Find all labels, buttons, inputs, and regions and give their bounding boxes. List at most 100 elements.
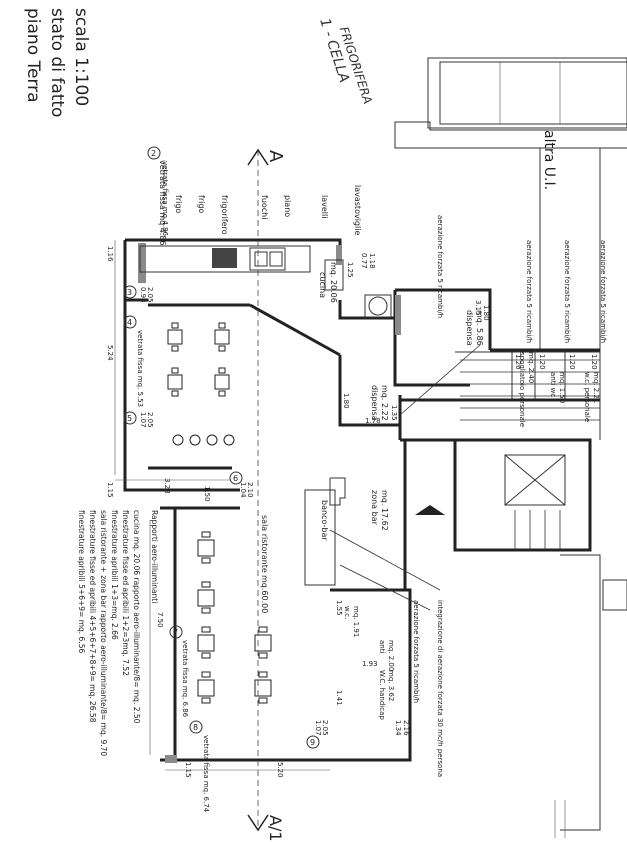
- svg-text:1.07: 1.07: [314, 720, 322, 736]
- title-line3: scala 1:100: [71, 8, 91, 106]
- svg-text:2.05: 2.05: [146, 412, 154, 428]
- window-marker-7: 7: [169, 625, 183, 639]
- equip-label-6: lavelli: [320, 195, 329, 218]
- svg-text:1.07: 1.07: [139, 412, 147, 428]
- ratios-line-0: cucina mq. 20.06 rapporto aero-illuminan…: [132, 510, 141, 724]
- svg-text:3.28: 3.28: [163, 478, 171, 494]
- aeration-note-0: aerazione forzata 5 ricambi/h: [436, 215, 444, 318]
- window-marker-8: 8: [189, 720, 203, 734]
- svg-text:8: 8: [193, 723, 198, 732]
- room-anti-name: anti: [378, 640, 386, 653]
- aeration-note-2: aerazione forzata 5 ricambi/h: [563, 240, 571, 343]
- room-sala-name: sala ristorante: [260, 515, 269, 573]
- svg-text:1.55: 1.55: [335, 600, 343, 616]
- handwritten-note: 1 - CELLA FRIGORIFERA: [316, 16, 375, 106]
- window-marker-5: 5: [123, 411, 137, 425]
- room-wc-name: w.c.: [343, 606, 351, 619]
- room-dispensa2-area: mq. 2.22: [380, 385, 389, 421]
- svg-text:1.35: 1.35: [390, 405, 398, 421]
- equip-label-4: fuochi: [260, 195, 269, 219]
- svg-text:0.77: 0.77: [360, 253, 368, 269]
- svg-text:1.15: 1.15: [106, 482, 114, 498]
- room-cucina-area: mq. 20.06: [329, 262, 338, 303]
- svg-text:1.25: 1.25: [346, 262, 354, 278]
- room-dispensa1-area: mq. 5.86: [475, 310, 484, 346]
- window-marker-2: 2: [147, 146, 161, 160]
- leader-lines: [329, 344, 481, 611]
- equipment-labels: vetrata fissa mq 4.86 frigo frigo frigor…: [158, 160, 362, 246]
- room-sala-area: mq.60.00: [260, 575, 269, 613]
- svg-text:1.50: 1.50: [203, 486, 211, 502]
- aeration-note-5: integrazione di aerazione forzata 30 mc/…: [436, 600, 444, 777]
- room-dispensa1-name: dispensa: [465, 310, 474, 346]
- equip-label-5: piano: [283, 195, 292, 217]
- dining-tables-left: [167, 322, 235, 446]
- ratios-line-1: finestrature fisse ed apribili 1+2=3mq. …: [121, 510, 130, 676]
- room-wc-personale-area: mq. 2.21: [592, 372, 600, 403]
- ratios-line-3: sala ristorante + zona bar rapporto aero…: [99, 510, 108, 756]
- svg-text:1.20: 1.20: [590, 354, 598, 370]
- ratios-block: Rapporti aero-illuminanti cucina mq. 20.…: [77, 510, 159, 756]
- window-labels: vetrata fissa mq.4.86 vetrata fissa mq. …: [136, 161, 210, 813]
- room-zona-bar-area: mq. 17.62: [380, 490, 389, 531]
- svg-text:1.20: 1.20: [514, 354, 522, 370]
- room-spogliatoio-name: spogliatoio personale: [518, 352, 526, 427]
- svg-text:4: 4: [127, 318, 132, 327]
- window-marker-6: 6: [229, 471, 243, 485]
- aeration-note-1: aerazione forzata 5 ricambi/h: [525, 240, 533, 343]
- dimensions: 1.16 0.77 1.18 0.93 2.05 5.24 1.07 2.05 …: [106, 240, 598, 778]
- svg-text:1.04: 1.04: [239, 482, 247, 498]
- svg-text:6: 6: [233, 474, 238, 483]
- equip-label-1: frigo: [174, 195, 183, 213]
- svg-text:1.78: 1.78: [365, 417, 381, 425]
- svg-text:7: 7: [173, 628, 178, 637]
- section-marker-bottom: A/1: [266, 815, 285, 842]
- svg-text:1.20: 1.20: [568, 354, 576, 370]
- equip-label-7: lavastoviglie: [353, 185, 362, 235]
- svg-text:1.41: 1.41: [335, 690, 343, 706]
- adjacent-building: altra U.I.: [394, 57, 627, 838]
- room-antiwc-area: mq. 1.50: [558, 372, 566, 403]
- aeration-note-3: aerazione forzata 5 ricambi/h: [599, 240, 607, 343]
- window-markers: 2 3 4 5 6 7 8 9: [123, 146, 320, 749]
- hatched-walls: [138, 243, 401, 763]
- room-banco-name: banco-bar: [320, 500, 329, 541]
- svg-text:3: 3: [127, 288, 132, 297]
- svg-text:1.15: 1.15: [184, 762, 192, 778]
- room-wc-area: mq. 1.91: [352, 606, 360, 637]
- svg-text:1.18: 1.18: [368, 253, 376, 269]
- svg-text:vetrata fissa mq. 5.53: vetrata fissa mq. 5.53: [136, 330, 144, 407]
- aeration-notes: aerazione forzata 5 ricambi/h aerazione …: [412, 215, 607, 777]
- room-anti-area: mq. 2.00: [387, 640, 395, 671]
- equip-label-2: frigo: [197, 195, 206, 213]
- svg-text:5.20: 5.20: [276, 762, 284, 778]
- svg-text:5.24: 5.24: [106, 345, 114, 361]
- kitchen-equipment: [139, 245, 392, 318]
- room-wc-personale-name: w.c. personale: [583, 372, 591, 422]
- restaurant-walls: [123, 238, 600, 762]
- svg-text:2.05: 2.05: [146, 287, 154, 303]
- ratios-line-4: finestrature fisse ed apribili 4+5+6+7+8…: [88, 510, 97, 723]
- room-zona-bar-name: zona bar: [370, 490, 379, 526]
- svg-text:1.80: 1.80: [482, 305, 490, 321]
- stair-core: [415, 351, 601, 552]
- ratios-line-5: finestrature apribili 5+6+9= mq. 6.56: [77, 510, 86, 653]
- svg-text:9: 9: [310, 738, 315, 747]
- svg-text:2.05: 2.05: [321, 720, 329, 736]
- window-marker-3: 3: [123, 285, 137, 299]
- svg-text:1.16: 1.16: [106, 246, 114, 262]
- room-antiwc-name: anti wc: [549, 372, 557, 397]
- title-line2: stato di fatto: [47, 8, 67, 117]
- equip-label-3: frigorifero: [220, 195, 229, 235]
- window-marker-9: 9: [306, 735, 320, 749]
- svg-text:1.20: 1.20: [538, 354, 546, 370]
- section-marker-top: A: [265, 150, 286, 163]
- ratios-line-2: finestrature apribili 1+3=mq. 2.66: [110, 510, 119, 640]
- svg-text:3.15: 3.15: [474, 300, 482, 316]
- svg-text:2: 2: [151, 149, 156, 158]
- title-line1: piano Terra: [23, 8, 43, 103]
- svg-text:vetrata fissa mq.4.86: vetrata fissa mq.4.86: [161, 161, 169, 236]
- aeration-note-4: aerazione forzata 5 ricambi/h: [412, 600, 420, 703]
- room-dispensa2-name: dispensa: [370, 385, 379, 421]
